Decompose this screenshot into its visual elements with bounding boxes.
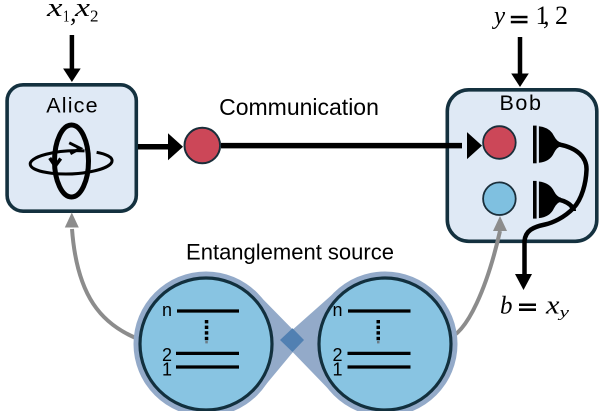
svg-text:b: b bbox=[500, 293, 513, 320]
svg-text:Communication: Communication bbox=[219, 94, 379, 120]
svg-text:y: y bbox=[557, 305, 570, 321]
svg-text:,: , bbox=[70, 0, 77, 27]
svg-text:2: 2 bbox=[555, 1, 568, 30]
svg-text:Bob: Bob bbox=[499, 91, 542, 115]
svg-text:2: 2 bbox=[332, 345, 342, 365]
svg-text:n: n bbox=[332, 300, 342, 320]
svg-text:2: 2 bbox=[162, 345, 172, 365]
svg-text:1: 1 bbox=[536, 1, 549, 30]
svg-text:Entanglement source: Entanglement source bbox=[186, 240, 394, 265]
svg-text:2: 2 bbox=[90, 7, 99, 26]
svg-text:x: x bbox=[74, 0, 91, 22]
svg-text:x: x bbox=[545, 291, 560, 320]
svg-text:n: n bbox=[162, 300, 172, 320]
svg-text:1: 1 bbox=[63, 7, 70, 26]
svg-text:1: 1 bbox=[332, 360, 342, 380]
svg-text:1: 1 bbox=[162, 360, 172, 380]
svg-text:y: y bbox=[491, 3, 506, 30]
svg-text:x: x bbox=[46, 0, 63, 22]
svg-text:Alice: Alice bbox=[46, 94, 99, 118]
svg-text:,: , bbox=[543, 1, 550, 30]
